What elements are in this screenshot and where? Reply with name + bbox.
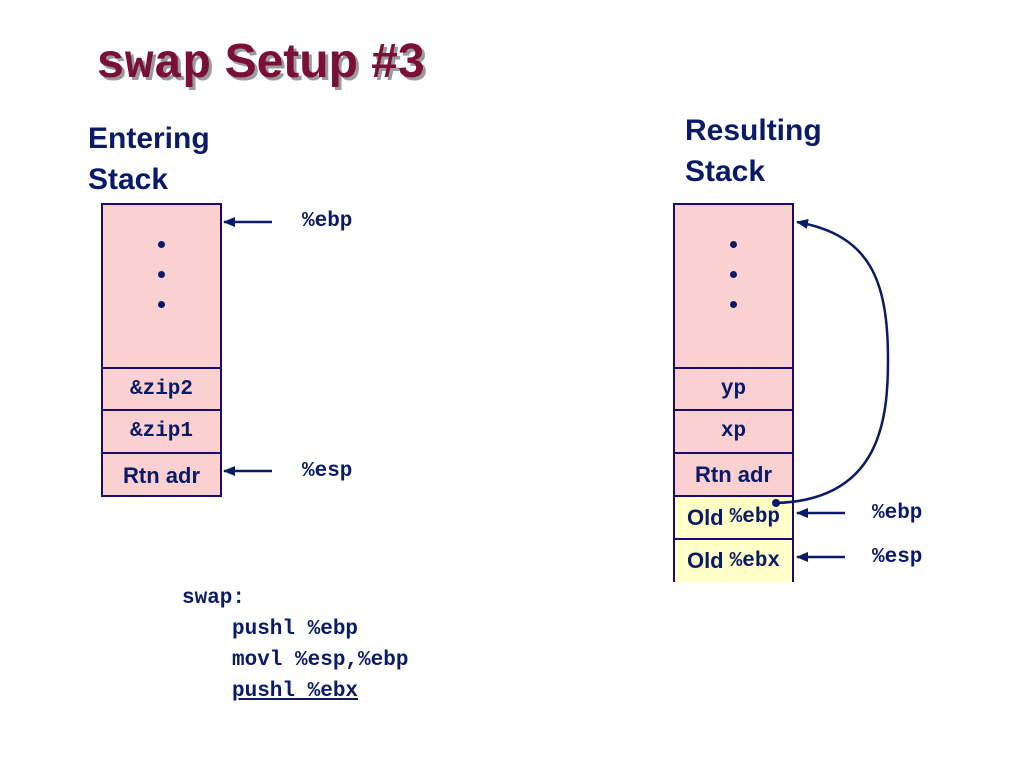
slide-title: swap Setup #3 bbox=[96, 34, 425, 92]
code-label: swap: bbox=[182, 587, 246, 610]
stack-cell-zip1: &zip1 bbox=[103, 409, 220, 452]
entering-heading-line1: Entering bbox=[88, 122, 210, 155]
stack-cell-rtn-adr: Rtn adr bbox=[675, 452, 792, 495]
resulting-stack-heading: Resulting Stack bbox=[685, 110, 822, 192]
stack-ellipsis bbox=[103, 241, 220, 331]
old-ebp-prefix: Old bbox=[686, 504, 724, 530]
code-block: swap: pushl %ebp movl %esp,%ebp pushl %e… bbox=[182, 583, 408, 707]
entering-heading-line2: Stack bbox=[88, 163, 169, 196]
ellipsis-dot bbox=[730, 301, 737, 308]
stack-cell-rtn-adr: Rtn adr bbox=[103, 452, 220, 497]
ellipsis-dot bbox=[158, 301, 165, 308]
old-ebp-reg: %ebp bbox=[729, 506, 781, 529]
resulting-heading-line1: Resulting bbox=[685, 114, 822, 147]
stack-cell-yp: yp bbox=[675, 367, 792, 409]
title-code: swap bbox=[96, 38, 212, 92]
stack-cell-old-ebx: Old %ebx bbox=[675, 538, 792, 582]
code-line-1: pushl %ebp bbox=[232, 618, 359, 641]
stack-cell-zip2: &zip2 bbox=[103, 367, 220, 409]
left-esp-label: %esp bbox=[302, 460, 353, 483]
resulting-heading-line2: Stack bbox=[685, 155, 766, 188]
old-ebx-reg: %ebx bbox=[729, 549, 781, 573]
resulting-stack: yp xp Rtn adr Old %ebp Old %ebx bbox=[673, 203, 794, 582]
title-text: Setup #3 bbox=[224, 35, 425, 88]
stack-cell-old-ebp: Old %ebp bbox=[675, 495, 792, 538]
right-esp-label: %esp bbox=[872, 546, 923, 569]
code-line-2: movl %esp,%ebp bbox=[232, 649, 409, 672]
ellipsis-dot bbox=[158, 271, 165, 278]
right-ebp-label: %ebp bbox=[872, 502, 923, 525]
stack-cell-xp: xp bbox=[675, 409, 792, 452]
old-ebx-prefix: Old bbox=[686, 548, 724, 573]
entering-stack-heading: Entering Stack bbox=[88, 118, 210, 200]
ellipsis-dot bbox=[730, 241, 737, 248]
left-ebp-label: %ebp bbox=[302, 210, 353, 233]
ellipsis-dot bbox=[158, 241, 165, 248]
stack-ellipsis bbox=[675, 241, 792, 331]
code-line-3: pushl %ebx bbox=[232, 680, 359, 703]
entering-stack: &zip2 &zip1 Rtn adr bbox=[101, 203, 222, 497]
ellipsis-dot bbox=[730, 271, 737, 278]
